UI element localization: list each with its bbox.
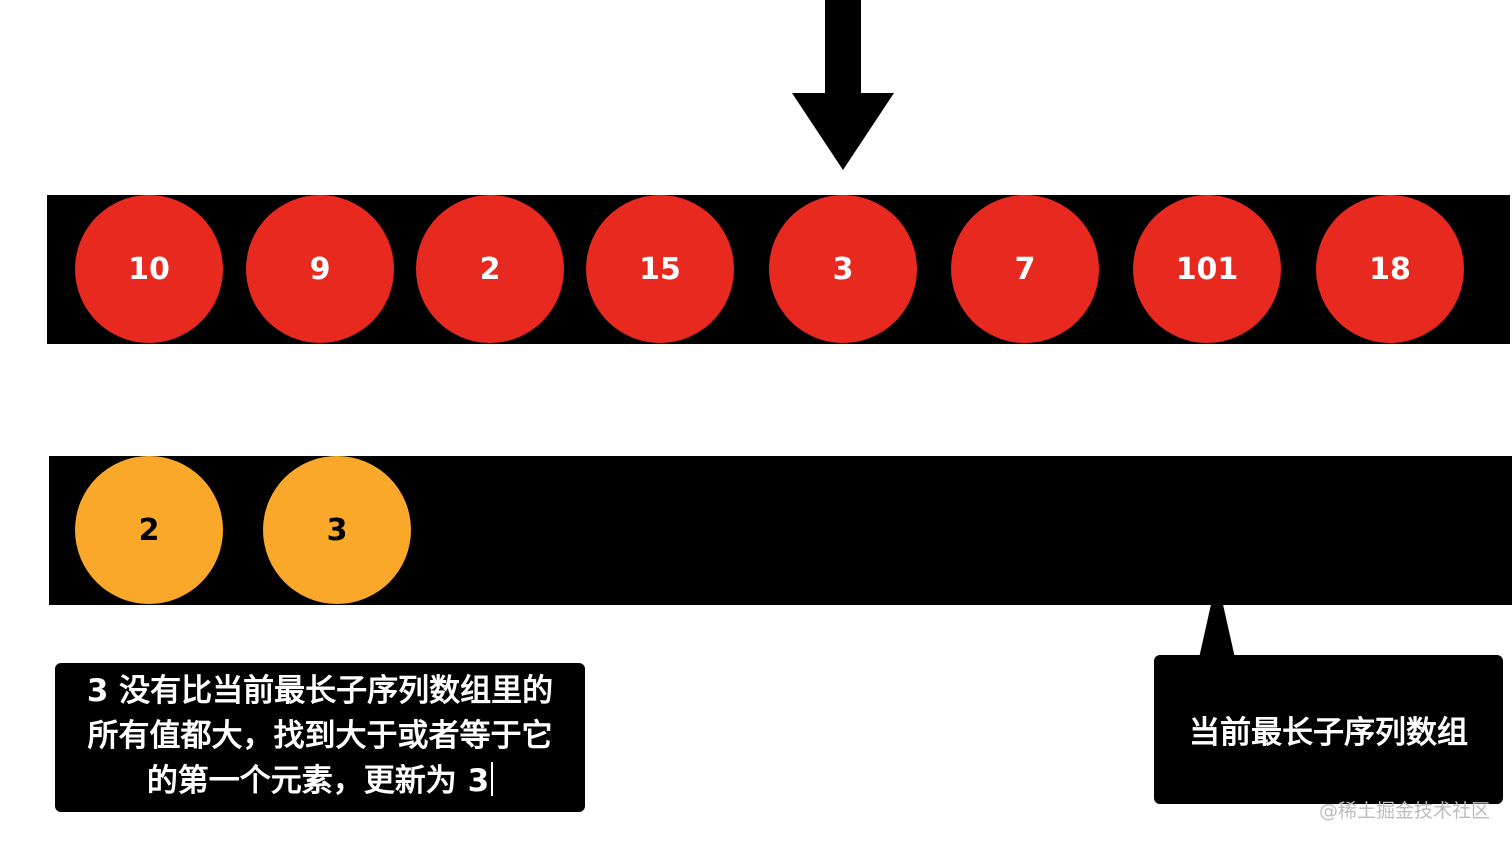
- watermark: @稀土掘金技术社区: [1318, 800, 1490, 822]
- input-element: 101: [1133, 195, 1281, 343]
- input-element: 18: [1316, 195, 1464, 343]
- tails-element: 3: [263, 456, 411, 604]
- down-arrow-icon: [792, 0, 894, 170]
- explanation-line-3: 的第一个元素，更新为 3: [146, 763, 490, 799]
- input-element: 7: [951, 195, 1099, 343]
- input-element-current: 3: [769, 195, 917, 343]
- input-element: 15: [586, 195, 734, 343]
- input-element: 2: [416, 195, 564, 343]
- input-element: 9: [246, 195, 394, 343]
- tails-label-callout: 当前最长子序列数组: [1154, 655, 1503, 804]
- explanation-line-1: 3 没有比当前最长子序列数组里的: [86, 673, 554, 709]
- callout-pointer: [1199, 600, 1235, 658]
- explanation-line-3-wrap: 的第一个元素，更新为 3: [67, 759, 573, 804]
- tails-element: 2: [75, 456, 223, 604]
- explanation-line-2: 所有值都大，找到大于或者等于它: [87, 718, 553, 754]
- explanation-callout: 3 没有比当前最长子序列数组里的 所有值都大，找到大于或者等于它 的第一个元素，…: [55, 663, 585, 812]
- input-element: 10: [75, 195, 223, 343]
- tails-label-text: 当前最长子序列数组: [1189, 715, 1468, 751]
- text-cursor: [491, 762, 494, 796]
